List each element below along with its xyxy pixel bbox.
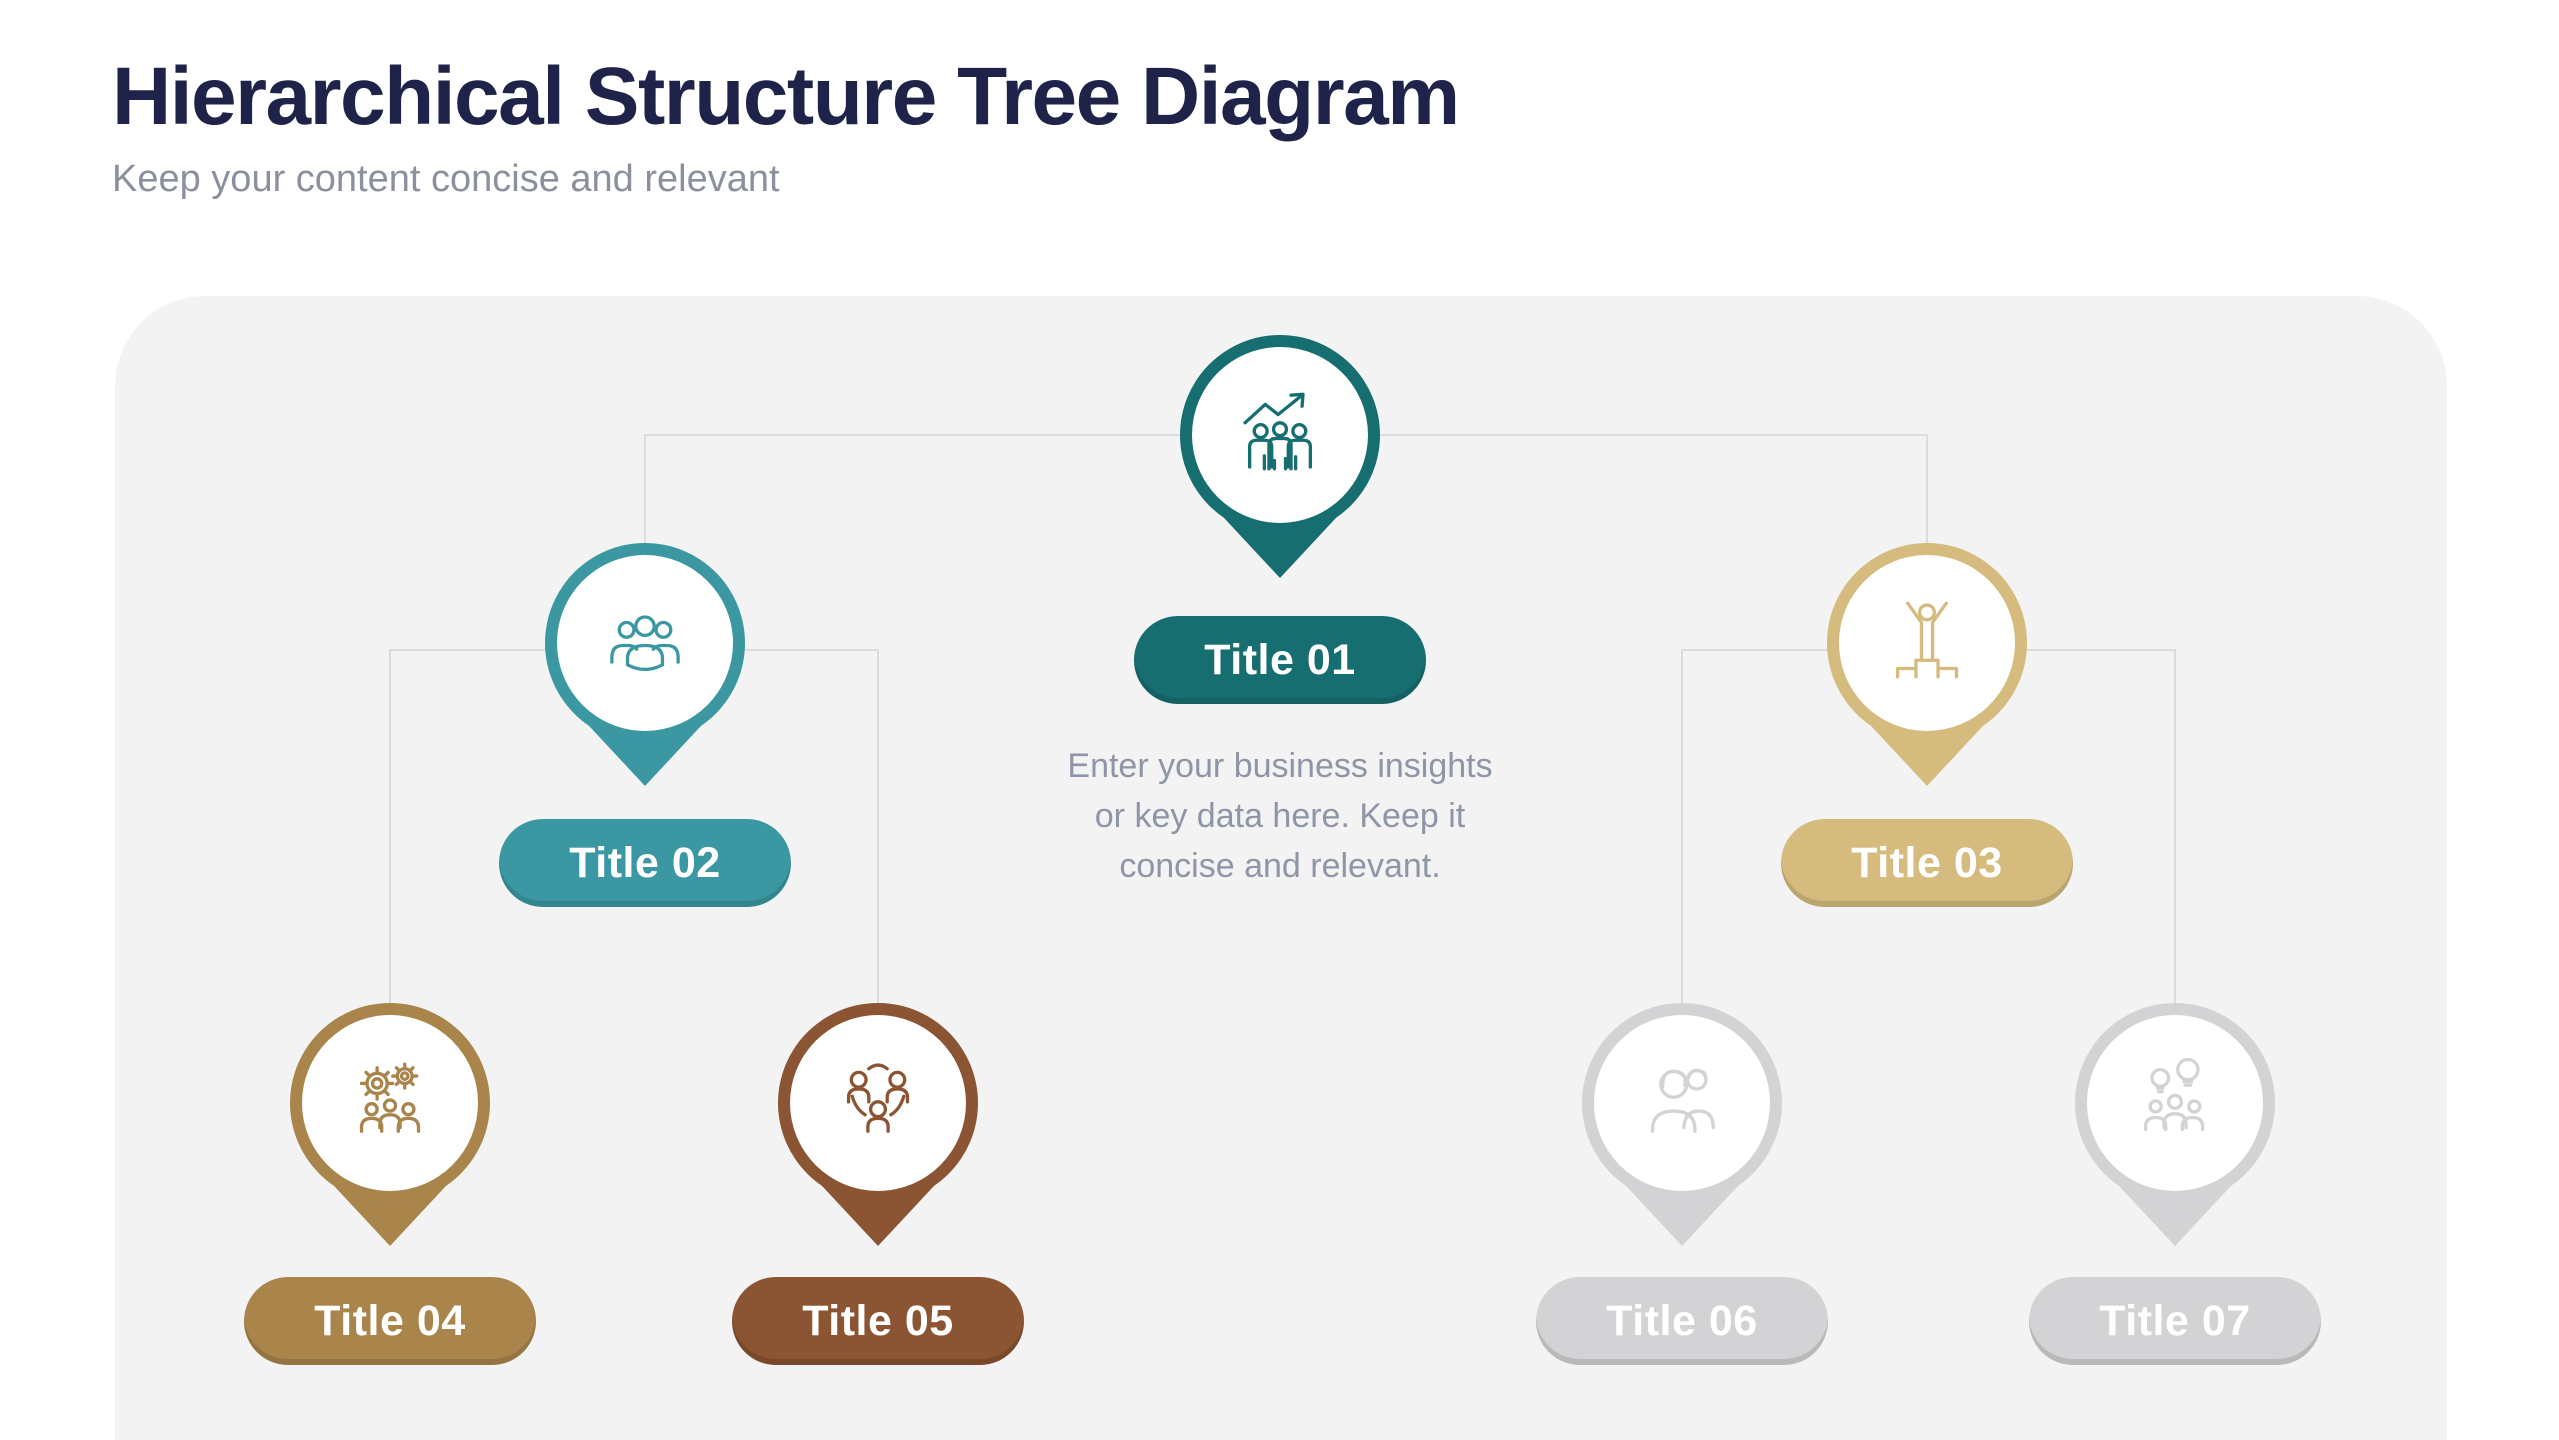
page-subtitle: Keep your content concise and relevant — [112, 158, 780, 201]
description-line: concise and relevant. — [1119, 846, 1441, 885]
node-title-label: Title 01 — [1204, 635, 1356, 684]
node-title-label: Title 07 — [2099, 1296, 2251, 1345]
node-title-label: Title 06 — [1606, 1296, 1758, 1345]
node-title-pill: Title 07 — [2029, 1277, 2321, 1365]
root-description: Enter your business insights or key data… — [1000, 742, 1560, 892]
map-pin-shape — [1827, 543, 2027, 786]
connector-line — [1681, 649, 1683, 1104]
page-title: Hierarchical Structure Tree Diagram — [112, 51, 1460, 142]
map-pin-shape — [1180, 335, 1380, 578]
node-title-label: Title 02 — [569, 838, 721, 887]
map-pin-shape — [1582, 1003, 1782, 1246]
node-title-label: Title 03 — [1851, 838, 2003, 887]
node-title-pill: Title 01 — [1134, 616, 1426, 704]
node-title-pill: Title 03 — [1781, 819, 2073, 907]
node-title-label: Title 05 — [802, 1296, 954, 1345]
map-pin-shape — [778, 1003, 978, 1246]
connector-line — [1926, 434, 1928, 644]
node-title-label: Title 04 — [314, 1296, 466, 1345]
connector-line — [389, 649, 391, 1104]
map-pin-shape — [2075, 1003, 2275, 1246]
map-pin-shape — [290, 1003, 490, 1246]
node-title-pill: Title 04 — [244, 1277, 536, 1365]
page-header: Hierarchical Structure Tree Diagram Keep… — [112, 51, 1460, 201]
node-title-pill: Title 05 — [732, 1277, 1024, 1365]
description-line: or key data here. Keep it — [1094, 796, 1466, 835]
connector-line — [877, 649, 879, 1104]
description-line: Enter your business insights — [1067, 747, 1493, 785]
map-pin-shape — [545, 543, 745, 786]
connector-line — [2174, 649, 2176, 1104]
node-title-pill: Title 06 — [1536, 1277, 1828, 1365]
connector-line — [644, 434, 646, 644]
diagram-canvas: Title 01 Enter your business insights or… — [115, 296, 2447, 1440]
node-title-pill: Title 02 — [499, 819, 791, 907]
